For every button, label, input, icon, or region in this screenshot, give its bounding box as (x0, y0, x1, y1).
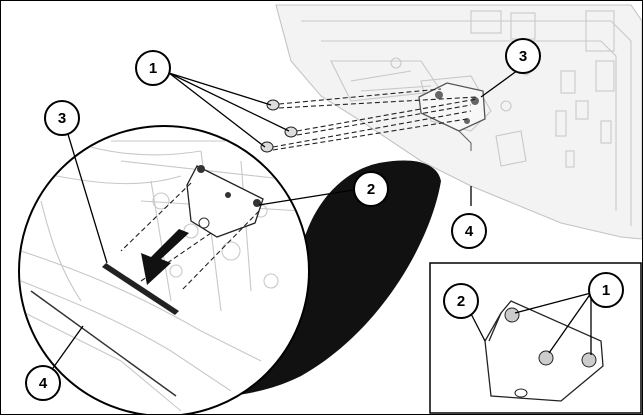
callout-2-zoom: 2 (353, 171, 389, 207)
callout-3-zoom: 3 (44, 100, 80, 136)
callout-1-main: 1 (135, 50, 171, 86)
callout-label: 1 (602, 282, 610, 299)
callout-label: 3 (58, 110, 66, 127)
callout-label: 3 (519, 48, 527, 65)
callout-3-main: 3 (505, 38, 541, 74)
callout-label: 2 (367, 181, 375, 198)
callout-label: 4 (465, 223, 474, 240)
callout-4-main: 4 (451, 213, 487, 249)
callout-2-inset: 2 (443, 283, 479, 319)
screws-main (260, 88, 478, 153)
callout-label: 2 (457, 293, 465, 310)
callout-label: 1 (149, 60, 157, 77)
mounting-bracket (418, 82, 486, 151)
zoom-bubble (18, 125, 441, 414)
callout-4-zoom: 4 (25, 365, 61, 401)
callout-label: 4 (39, 375, 48, 392)
callout-1-inset: 1 (588, 272, 624, 308)
leader-lines (52, 64, 592, 369)
